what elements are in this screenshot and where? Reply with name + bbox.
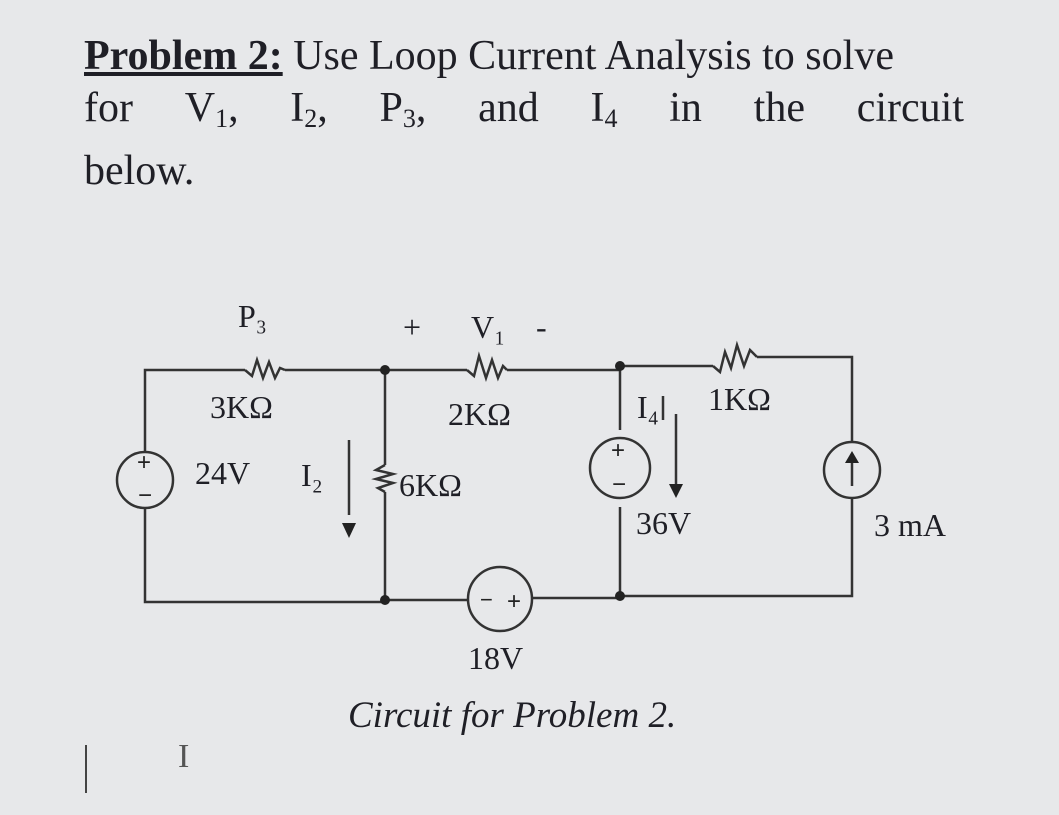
minus-36v: − [612, 471, 626, 498]
label-24v: 24V [195, 455, 250, 491]
label-3ma: 3 mA [874, 507, 946, 543]
word-and: and [478, 85, 539, 131]
node-top-left [380, 365, 390, 375]
figure-caption: Circuit for Problem 2. [348, 695, 677, 736]
voltage-source-24v [115, 450, 175, 510]
word-circuit: circuit [856, 85, 964, 131]
label-i4: I₄ [637, 389, 659, 425]
problem-line-3: below. [84, 148, 195, 194]
label-v1-plus: + [403, 309, 421, 345]
word-for: for [84, 85, 133, 131]
text-caret [85, 745, 87, 793]
wire-1k-right [757, 355, 854, 443]
problem-label: Problem 2: [84, 33, 283, 79]
label-36v: 36V [636, 505, 691, 541]
arrow-3ma-head [845, 451, 859, 463]
node-bottom-left [380, 595, 390, 605]
arrow-i4-head [669, 484, 683, 498]
node-top-right [615, 361, 625, 371]
node-bottom-right [615, 591, 625, 601]
problem-line-2: for V1, I2, P3, and I4 in the circuit [84, 82, 964, 145]
var-v1: V1, [184, 85, 239, 133]
minus-24v: − [138, 482, 152, 509]
resistor-3k [244, 355, 286, 382]
current-source-3ma [822, 440, 882, 500]
problem-line-1: Problem 2: Use Loop Current Analysis to … [84, 30, 964, 82]
label-v1: V₁ [471, 309, 505, 345]
voltage-source-18v [466, 565, 534, 633]
problem-line-1-text: Use Loop Current Analysis to solve [293, 33, 894, 79]
wire-left-bottom [143, 508, 385, 604]
plus-24v: + [137, 449, 151, 476]
problem-statement: Problem 2: Use Loop Current Analysis to … [84, 30, 964, 197]
label-v1-minus: - [536, 309, 547, 345]
plus-18v: + [507, 588, 521, 615]
ibeam-cursor-icon: I [178, 738, 190, 775]
voltage-source-36v [588, 436, 652, 500]
word-the: the [753, 85, 805, 131]
resistor-1k [712, 340, 758, 375]
label-6k: 6KΩ [399, 467, 462, 503]
wire-far-right-bottom [620, 497, 854, 598]
label-1k: 1KΩ [708, 381, 771, 417]
plus-36v: + [611, 437, 625, 464]
resistor-2k [466, 351, 508, 383]
wire-left-top [143, 368, 245, 453]
minus-18v: − [480, 587, 493, 612]
arrow-i2-head [342, 523, 356, 538]
var-i4: I4 [590, 85, 618, 133]
label-3k: 3KΩ [210, 389, 273, 425]
word-in: in [669, 85, 702, 131]
label-p3: P₃ [238, 298, 267, 334]
var-i2: I2, [290, 85, 328, 133]
resistor-6k [371, 463, 398, 494]
label-18v: 18V [468, 640, 523, 676]
var-p3: P3, [379, 85, 427, 133]
label-2k: 2KΩ [448, 396, 511, 432]
label-i2: I₂ [301, 457, 323, 493]
